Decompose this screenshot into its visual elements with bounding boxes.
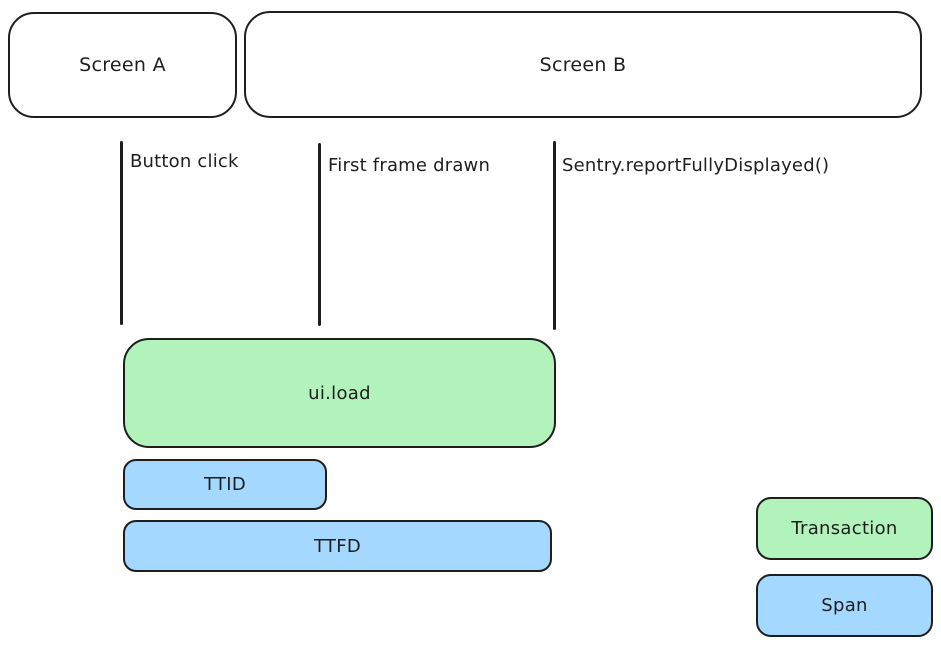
- marker-label-report-fully-displayed: Sentry.reportFullyDisplayed(): [562, 155, 830, 176]
- legend-span-box: Span: [756, 574, 933, 637]
- transaction-ui-load-bar: ui.load: [123, 333, 556, 448]
- marker-label-first-frame-drawn: First frame drawn: [328, 155, 491, 176]
- transaction-ui-load-label: ui.load: [308, 382, 371, 404]
- span-ttfd-bar: TTFD: [123, 520, 552, 572]
- screen-b-box: Screen B: [244, 11, 922, 118]
- screen-b-label: Screen B: [539, 53, 627, 76]
- span-ttid-label: TTID: [203, 474, 247, 495]
- span-ttfd-label: TTFD: [313, 535, 362, 557]
- legend-span-label: Span: [821, 595, 868, 616]
- screen-a-label: Screen A: [79, 54, 166, 76]
- marker-label-button-click: Button click: [130, 151, 239, 172]
- screen-a-box: Screen A: [8, 12, 237, 118]
- marker-line-button-click: [120, 141, 123, 325]
- marker-line-report-fully-displayed: [553, 141, 556, 330]
- legend-transaction-label: Transaction: [791, 518, 898, 539]
- marker-line-first-frame-drawn: [318, 143, 321, 326]
- legend-transaction-box: Transaction: [756, 497, 933, 560]
- span-ttid-bar: TTID: [123, 459, 327, 510]
